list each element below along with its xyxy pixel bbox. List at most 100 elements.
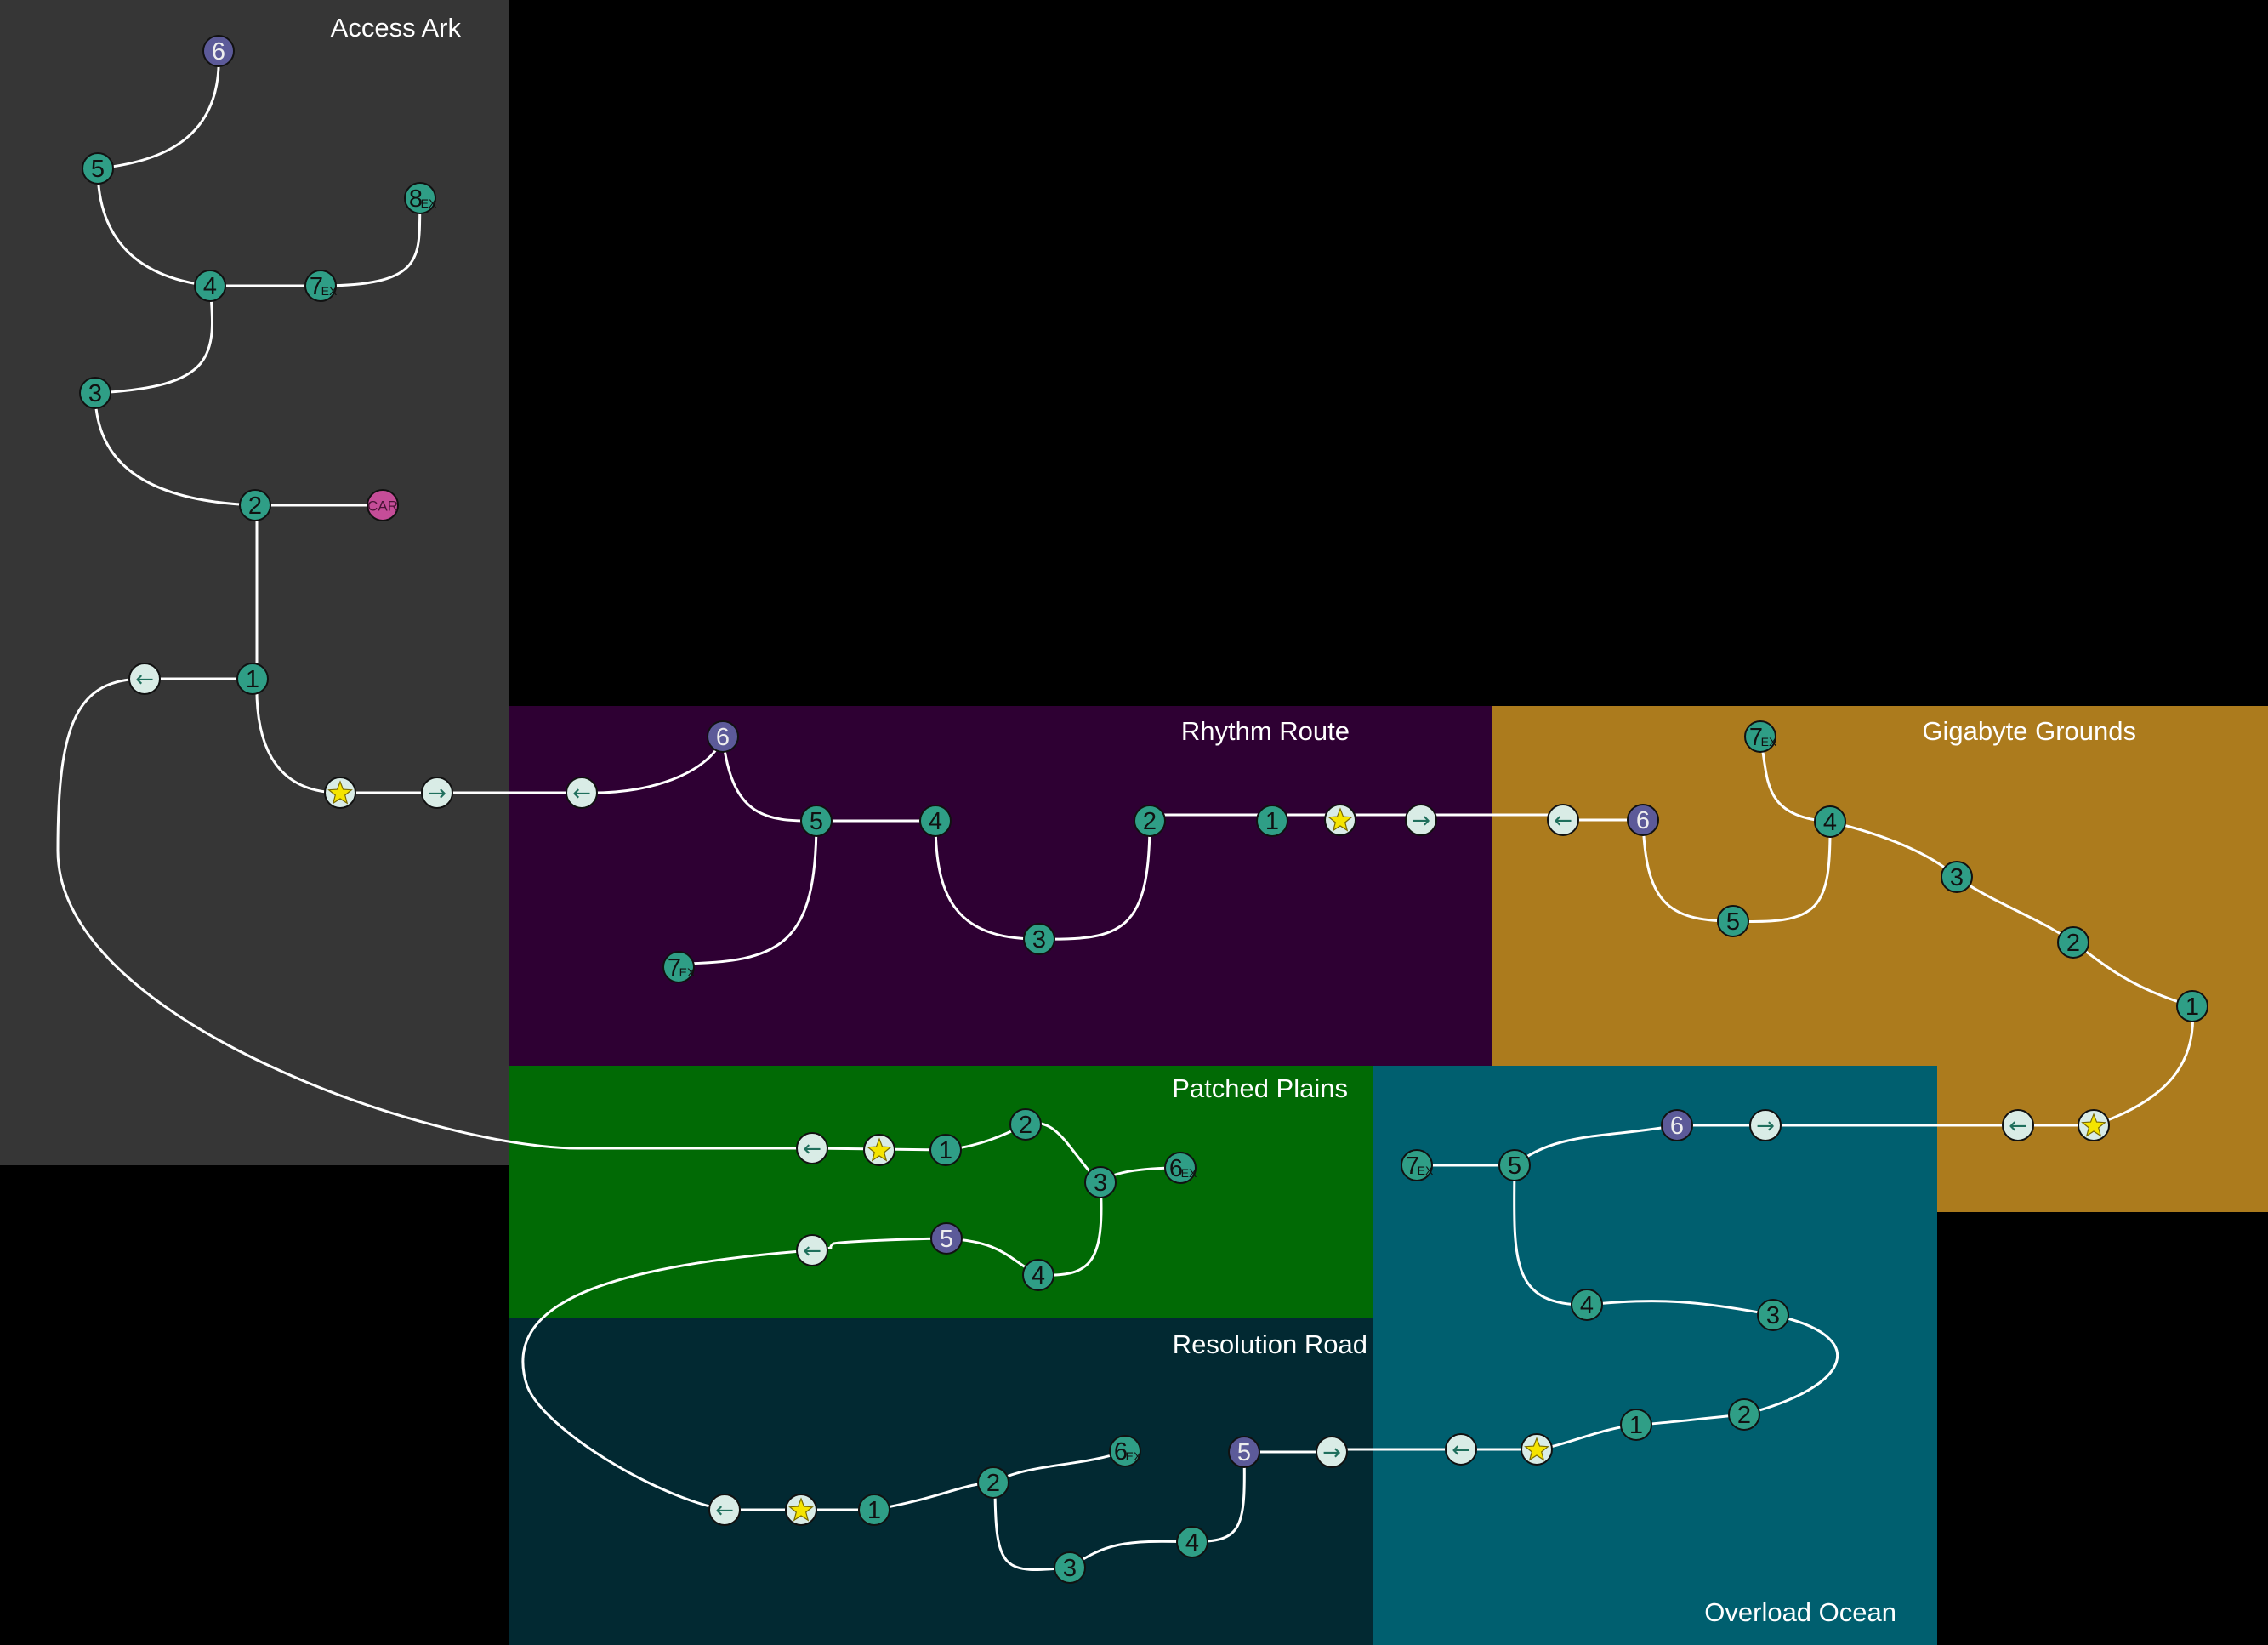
arrow-left-icon: ← — [1452, 1437, 1470, 1463]
warp-left-node-ppL1[interactable]: ← — [796, 1132, 828, 1164]
level-node-res6[interactable]: 6EX — [1109, 1435, 1142, 1467]
node-label: 3 — [1950, 864, 1964, 891]
star-node-ooS[interactable] — [1521, 1433, 1553, 1466]
level-node-res2[interactable]: 2 — [977, 1466, 1009, 1499]
level-node-rr1[interactable]: 1 — [1256, 805, 1288, 837]
star-node-ppS[interactable] — [863, 1134, 895, 1166]
node-label: 2 — [986, 1470, 1000, 1497]
level-node-oo2[interactable]: 2 — [1728, 1398, 1760, 1431]
node-label: 3 — [1094, 1170, 1107, 1197]
level-node-gg2[interactable]: 2 — [2057, 926, 2089, 959]
arrow-left-icon: ← — [1554, 808, 1572, 834]
level-node-pp1[interactable]: 1 — [929, 1134, 962, 1166]
arrow-left-icon: ← — [572, 781, 591, 806]
region-title-overload-ocean: Overload Ocean — [1704, 1597, 1896, 1627]
node-sublabel: EX — [1418, 1164, 1434, 1177]
boss-node-aa6[interactable]: 6 — [202, 35, 235, 67]
boss-node-rr6[interactable]: 6 — [707, 720, 739, 753]
level-node-pp3[interactable]: 3 — [1084, 1166, 1117, 1198]
level-node-oo4[interactable]: 4 — [1571, 1289, 1603, 1321]
node-sublabel: EX — [1126, 1449, 1142, 1463]
star-node-resS[interactable] — [785, 1494, 817, 1526]
warp-right-node-rrR[interactable]: → — [1405, 804, 1437, 836]
level-node-oo5[interactable]: 5 — [1498, 1149, 1531, 1181]
level-node-gg7[interactable]: 7EX — [1744, 720, 1777, 753]
node-sublabel: EX — [1181, 1166, 1197, 1180]
node-label: 6 — [716, 724, 730, 751]
level-node-pp6[interactable]: 6EX — [1164, 1152, 1197, 1184]
level-node-rr2[interactable]: 2 — [1134, 805, 1166, 837]
warp-left-node-ppL2[interactable]: ← — [796, 1234, 828, 1266]
boss-node-res5[interactable]: 5 — [1228, 1436, 1260, 1468]
level-node-rr3[interactable]: 3 — [1023, 923, 1055, 955]
node-label: 1 — [1265, 808, 1279, 835]
level-node-oo1[interactable]: 1 — [1620, 1409, 1652, 1441]
node-label: 1 — [246, 666, 259, 693]
level-node-aa8[interactable]: 8EX — [404, 182, 437, 214]
warp-right-node-resR[interactable]: → — [1316, 1436, 1348, 1468]
star-node-ggS[interactable] — [2078, 1109, 2110, 1141]
node-label: 4 — [1580, 1292, 1594, 1319]
node-label: 3 — [1766, 1302, 1780, 1329]
level-node-rr7[interactable]: 7EX — [662, 951, 696, 983]
node-label: 5 — [940, 1226, 953, 1253]
node-label: 7 — [310, 273, 323, 300]
star-icon — [2081, 1113, 2106, 1137]
node-label: 5 — [1508, 1153, 1521, 1180]
level-node-res4[interactable]: 4 — [1176, 1526, 1208, 1558]
warp-right-node-aaR[interactable]: → — [421, 777, 453, 809]
node-label: 5 — [1726, 908, 1740, 936]
node-label: 6 — [212, 38, 225, 65]
node-sublabel: EX — [321, 284, 338, 298]
node-label: 7 — [668, 954, 681, 982]
level-node-aa4[interactable]: 4 — [194, 270, 226, 302]
level-node-gg3[interactable]: 3 — [1941, 861, 1973, 893]
node-label: 6 — [1114, 1438, 1128, 1466]
boss-node-gg6[interactable]: 6 — [1627, 804, 1659, 836]
arrow-right-icon: → — [1756, 1113, 1775, 1139]
level-node-pp2[interactable]: 2 — [1009, 1108, 1042, 1141]
level-node-pp4[interactable]: 4 — [1022, 1259, 1054, 1291]
warp-left-node-ggL[interactable]: ← — [1547, 804, 1579, 836]
node-label: 6 — [1169, 1155, 1183, 1182]
node-label: 7 — [1406, 1153, 1419, 1180]
level-node-aa3[interactable]: 3 — [79, 377, 111, 409]
level-node-oo7[interactable]: 7EX — [1401, 1149, 1434, 1181]
level-node-aa2[interactable]: 2 — [239, 489, 271, 521]
node-label: 6 — [1636, 807, 1650, 834]
warp-left-node-aaL[interactable]: ← — [128, 663, 161, 695]
node-label: 3 — [88, 380, 102, 407]
level-node-res1[interactable]: 1 — [858, 1494, 890, 1526]
boss-node-pp5[interactable]: 5 — [930, 1222, 963, 1255]
region-resolution-road — [509, 1318, 1373, 1645]
level-node-gg4[interactable]: 4 — [1814, 805, 1846, 838]
level-node-oo3[interactable]: 3 — [1757, 1299, 1789, 1331]
level-node-aa5[interactable]: 5 — [82, 152, 114, 185]
star-icon — [327, 780, 353, 805]
warp-left-node-rrL[interactable]: ← — [566, 777, 598, 809]
star-icon — [1327, 807, 1353, 832]
arrow-left-icon: ← — [135, 667, 154, 692]
warp-left-node-resL[interactable]: ← — [708, 1494, 741, 1526]
arrow-left-icon: ← — [803, 1136, 821, 1162]
star-icon — [867, 1137, 892, 1162]
warp-left-node-ooL[interactable]: ← — [1445, 1433, 1477, 1466]
boss-node-oo6[interactable]: 6 — [1661, 1109, 1693, 1141]
level-node-aa7[interactable]: 7EX — [304, 270, 338, 302]
node-label: 2 — [2066, 930, 2080, 957]
level-node-res3[interactable]: 3 — [1054, 1551, 1086, 1584]
level-node-aa1[interactable]: 1 — [236, 663, 269, 695]
node-label: 5 — [91, 156, 105, 183]
map-paths — [56, 50, 2195, 1572]
level-node-rr4[interactable]: 4 — [919, 805, 952, 837]
level-node-gg1[interactable]: 1 — [2176, 990, 2208, 1022]
level-node-gg5[interactable]: 5 — [1717, 905, 1749, 937]
star-node-aaS[interactable] — [324, 777, 356, 809]
star-node-rrS[interactable] — [1324, 804, 1356, 836]
warp-left-node-gg2L[interactable]: ← — [2002, 1109, 2034, 1141]
car-node-aacar[interactable]: CAR — [367, 489, 399, 521]
node-label: 2 — [248, 492, 262, 520]
node-label: 6 — [1670, 1113, 1684, 1140]
level-node-rr5[interactable]: 5 — [800, 805, 833, 837]
warp-right-node-ooR[interactable]: → — [1749, 1109, 1782, 1141]
